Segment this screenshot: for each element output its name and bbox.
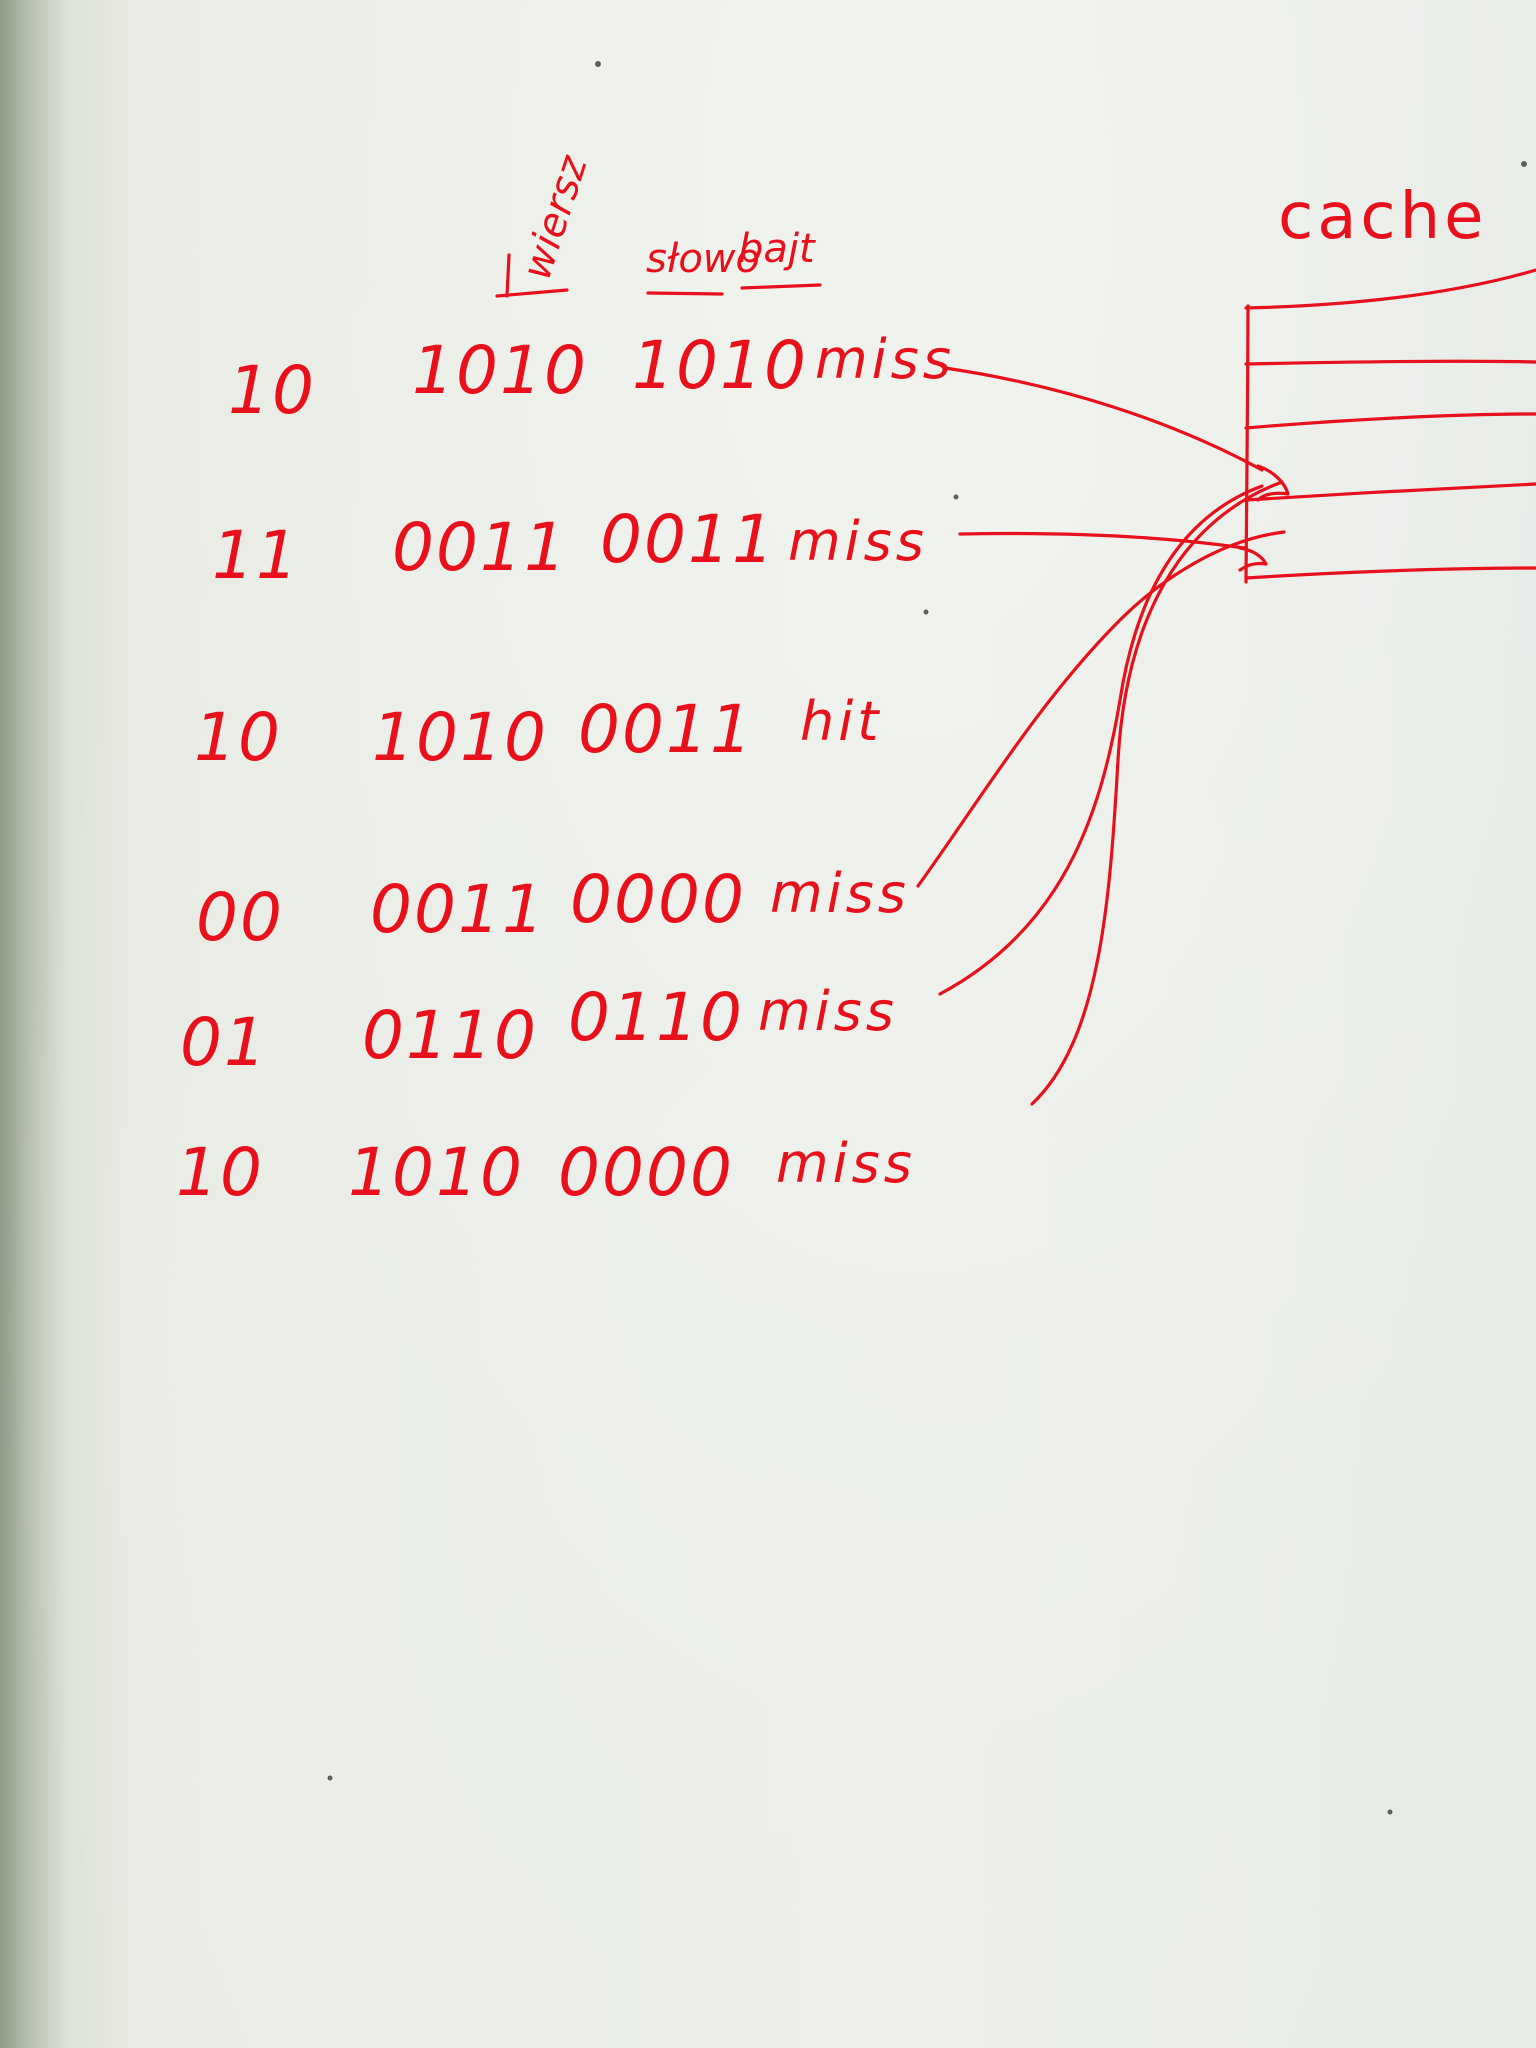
header-row-underline (495, 288, 569, 298)
row-result: miss (815, 328, 955, 391)
row-index: 10 (194, 699, 282, 776)
table-row-3: 10 1010 0011 hit (194, 690, 882, 776)
speck (923, 609, 929, 615)
speck (595, 61, 601, 67)
header-byte-underline (740, 283, 822, 290)
row-index: 11 (212, 517, 300, 594)
cache-diagram (1238, 268, 1536, 584)
row-word: 0000 (570, 861, 746, 938)
arrow-row-1 (943, 366, 1264, 472)
cache-line (1244, 566, 1536, 580)
table-row-5: 01 0110 0110 miss (180, 979, 898, 1081)
row-index: 01 (180, 1004, 268, 1081)
row-tag: 0011 (392, 509, 568, 586)
row-index: 00 (196, 879, 284, 956)
cache-line (1244, 482, 1536, 502)
table-row-4: 00 0011 0000 miss (196, 861, 910, 956)
header-row-divider (505, 253, 511, 298)
cache-line (1244, 412, 1536, 430)
cache-line (1244, 268, 1536, 310)
row-tag: 1010 (372, 699, 548, 776)
row-index: 10 (176, 1134, 264, 1211)
arrow-row-4 (916, 530, 1286, 888)
table-row-1: 10 1010 1010 miss (228, 327, 955, 429)
header-word-underline (646, 291, 724, 296)
row-word: 1010 (632, 327, 808, 404)
mapping-arrows (916, 366, 1286, 1106)
row-word: 0000 (558, 1134, 734, 1211)
row-tag: 1010 (348, 1134, 524, 1211)
row-word: 0011 (600, 501, 776, 578)
row-result: miss (776, 1132, 916, 1195)
arrow-row-2 (958, 531, 1246, 550)
cache-entry-mark (1238, 546, 1268, 572)
row-word: 0110 (568, 979, 744, 1056)
header-word: słowo (646, 236, 760, 282)
row-index: 10 (228, 352, 316, 429)
table-row-2: 11 0011 0011 miss (212, 501, 928, 594)
arrow-row-6 (1030, 480, 1284, 1106)
row-tag: 0110 (362, 997, 538, 1074)
cache-entry-mark (1256, 464, 1290, 502)
speck (1521, 161, 1527, 167)
header-byte: bajt (738, 226, 816, 272)
row-result: miss (770, 862, 910, 925)
row-word: 0011 (578, 691, 754, 768)
row-result: miss (788, 510, 928, 573)
header-row: wiersz (514, 149, 597, 285)
row-result: miss (758, 980, 898, 1043)
speck (327, 1775, 333, 1781)
speck (1387, 1809, 1393, 1815)
cache-line (1244, 359, 1536, 366)
table-row-6: 10 1010 0000 miss (176, 1132, 916, 1211)
row-tag: 1010 (412, 332, 588, 409)
arrow-row-5 (938, 484, 1264, 996)
row-tag: 0011 (370, 871, 546, 948)
header-cache: cache (1278, 180, 1488, 254)
speck (953, 494, 959, 500)
row-result: hit (800, 690, 882, 753)
